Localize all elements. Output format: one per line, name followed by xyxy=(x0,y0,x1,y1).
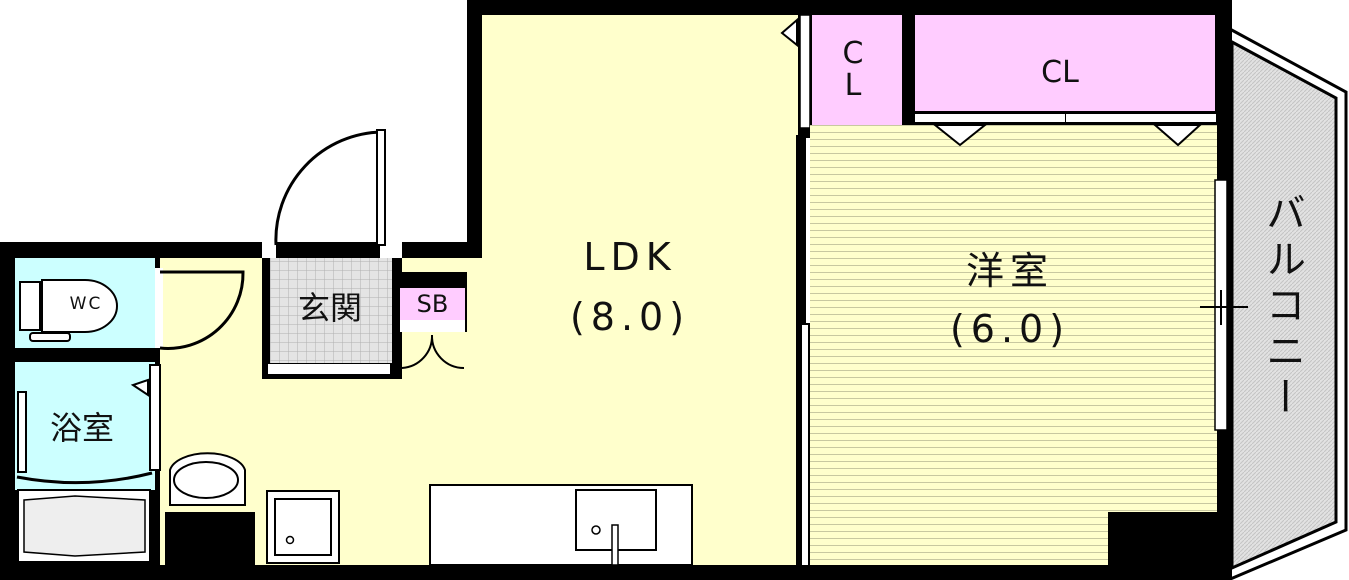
ldk-label: LDK xyxy=(583,235,677,279)
washbasin xyxy=(169,452,246,506)
western-room-label: 洋室 xyxy=(965,249,1054,293)
western-room-floor xyxy=(796,124,1248,565)
kitchen-counter xyxy=(429,484,693,566)
entrance-floor xyxy=(262,129,402,379)
shoe-box xyxy=(400,272,467,369)
toilet-label: WC xyxy=(69,294,103,314)
closet-large-label: CL xyxy=(1041,55,1079,90)
closet-small-label: C L xyxy=(842,36,864,103)
entrance-label: 玄関 xyxy=(297,289,362,327)
bathroom xyxy=(15,362,161,563)
balcony-label: バルコニー xyxy=(1259,192,1305,422)
toilet-room xyxy=(15,258,245,350)
shoe-box-label: SB xyxy=(416,290,449,318)
ldk-size: (8.0) xyxy=(569,295,691,339)
closets xyxy=(780,14,1216,129)
western-room-size: (6.0) xyxy=(949,307,1071,351)
bathroom-label: 浴室 xyxy=(49,409,114,447)
washer-pan xyxy=(266,490,340,564)
